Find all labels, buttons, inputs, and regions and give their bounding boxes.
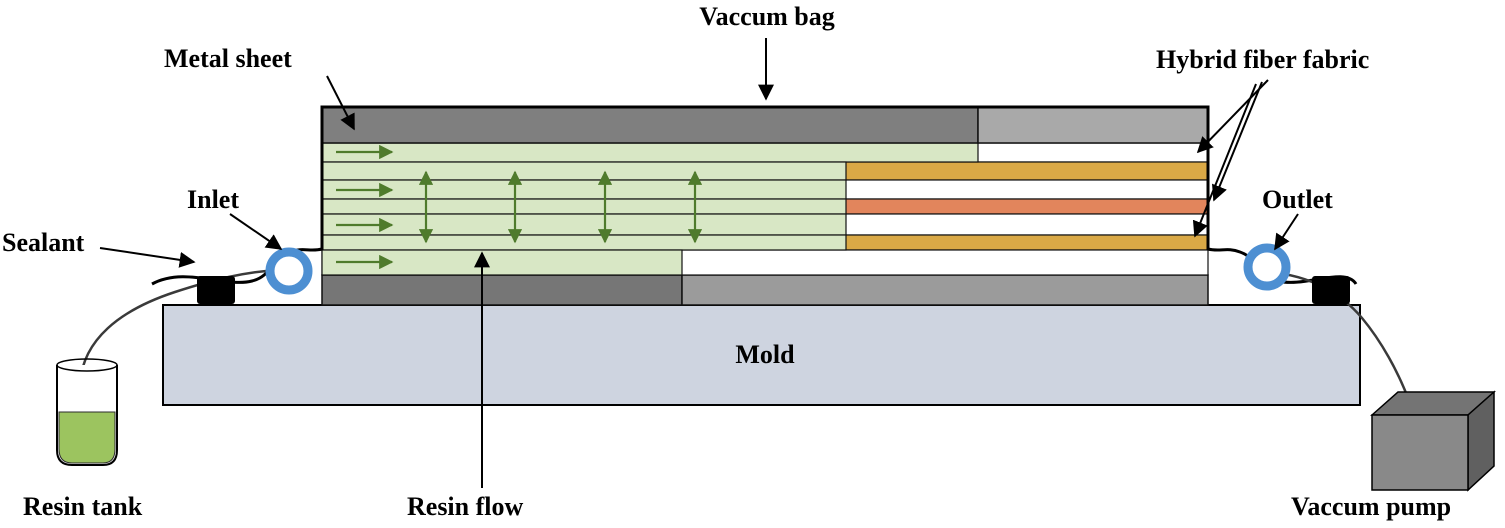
sealant-block-left: [197, 276, 235, 304]
metal-sheet-label: Metal sheet: [164, 44, 292, 73]
metal-sheet-light: [977, 106, 1209, 144]
mold-label: Mold: [735, 340, 795, 369]
outlet-fitting: [1243, 243, 1291, 291]
hybrid-fabric-arrow-1: [1196, 79, 1269, 154]
resin-front-row-2: [321, 161, 847, 181]
inlet-fitting: [265, 247, 313, 295]
resin-front-row-3: [321, 179, 847, 200]
vacuum-pump-front: [1371, 414, 1469, 491]
hybrid-fabric-arrow-2: [1212, 81, 1263, 202]
sealant-arrow: [99, 247, 196, 268]
outlet-arrow: [1274, 213, 1299, 251]
resin-front-row-1: [321, 142, 979, 163]
resin-front-row-5: [321, 213, 847, 236]
vaccum-pump-label: Vaccum pump: [1291, 492, 1452, 521]
annotation-arrows: [99, 38, 1299, 488]
hybrid-fabric-arrow-3: [1192, 83, 1257, 238]
inlet-arrow: [229, 213, 283, 250]
metal-sheet-arrow: [326, 75, 355, 131]
mold-body: [162, 304, 1361, 406]
resin-tank-label: Resin tank: [23, 492, 143, 521]
bottom-sheet-light: [681, 274, 1209, 306]
sealant-label: Sealant: [2, 228, 85, 257]
outlet-label: Outlet: [1262, 185, 1333, 214]
inlet-tube: [78, 268, 279, 448]
metal-sheet-dark: [321, 106, 979, 144]
sealant-block-right: [1312, 276, 1350, 304]
outlet-tube: [1269, 270, 1410, 399]
resin-flow-arrows-vertical: [418, 170, 703, 244]
resin-front-row-4: [321, 198, 847, 215]
resin-flow-label: Resin flow: [407, 492, 524, 521]
resin-tank-liquid: [58, 411, 116, 464]
hybrid-fiber-fabric-label: Hybrid fiber fabric: [1156, 45, 1370, 74]
resin-tank-rim: [56, 358, 118, 372]
vaccum-bag-label: Vaccum bag: [699, 2, 835, 31]
resin-front-row-6: [321, 234, 847, 251]
inlet-label: Inlet: [187, 185, 239, 214]
bottom-sheet-dark: [321, 274, 683, 306]
resin-flow-arrows-horizontal: [336, 144, 394, 270]
